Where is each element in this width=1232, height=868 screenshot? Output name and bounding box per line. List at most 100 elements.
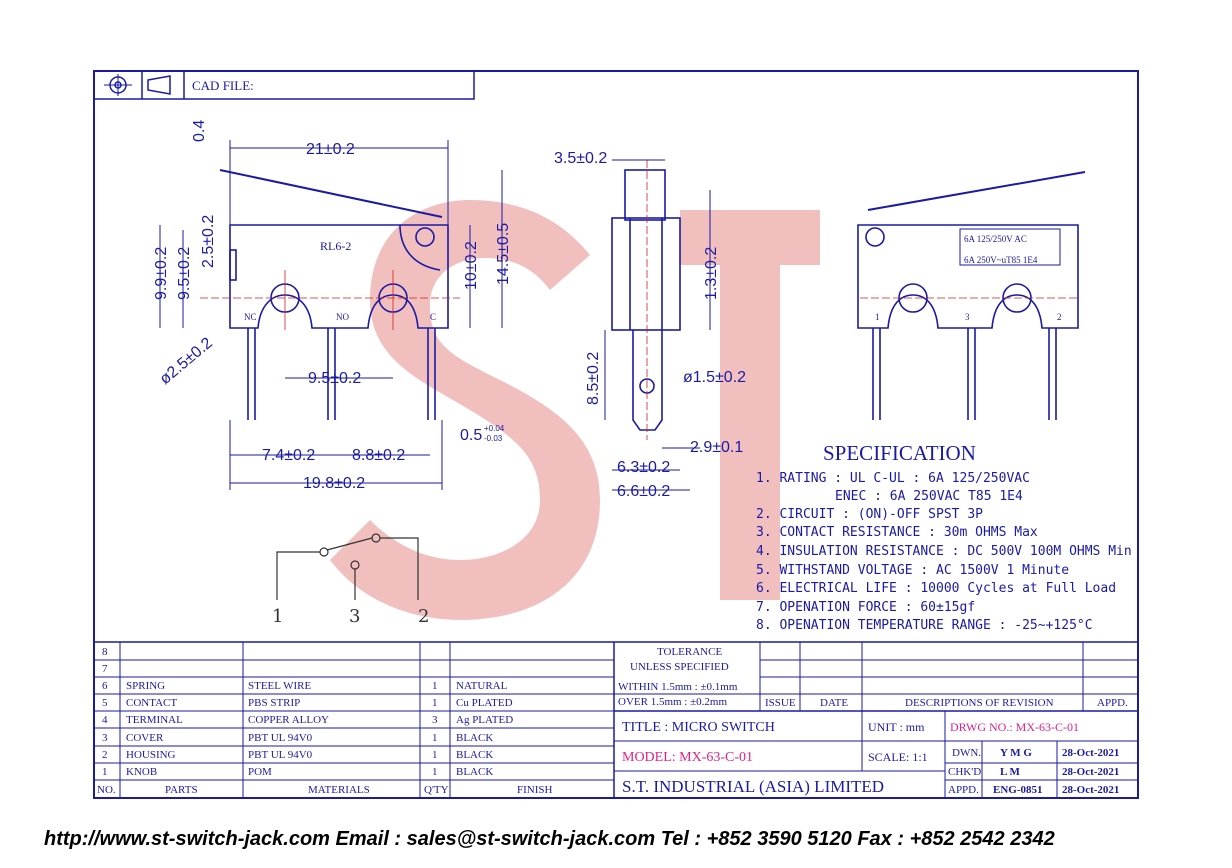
appd-role: APPD. — [948, 784, 979, 796]
dim-overall-width: 6.6±0.2 — [617, 483, 670, 500]
spec-line-7: 7. OPENATION FORCE : 60±15gf — [756, 600, 975, 615]
chkd-name: L M — [1000, 766, 1020, 778]
parts-table-text: 8 7 6 SPRING STEEL WIRE 1 NATURAL 5 CONT… — [97, 646, 553, 796]
dwn-date: 28-Oct-2021 — [1062, 747, 1119, 759]
dim-plunger-offset: 1.3±0.2 — [703, 247, 720, 300]
st-watermark — [330, 200, 820, 620]
row-part: COVER — [126, 732, 164, 744]
tolerance-subtitle: UNLESS SPECIFIED — [630, 661, 729, 673]
header-materials: MATERIALS — [308, 784, 370, 796]
model-number: MODEL: MX-63-C-01 — [622, 750, 753, 765]
dim-terminal-pitch-2: 8.8±0.2 — [352, 447, 405, 464]
dim-hole-diameter: ø2.5±0.2 — [157, 334, 216, 388]
dim-terminal-span: 19.8±0.2 — [303, 475, 365, 492]
revision-appd-header: APPD. — [1097, 697, 1128, 709]
schematic-label-1: 1 — [272, 606, 283, 627]
spec-line-1b: ENEC : 6A 250VAC T85 1E4 — [835, 489, 1023, 504]
row-finish: Cu PLATED — [456, 697, 513, 709]
row-no: 8 — [102, 646, 108, 658]
revision-issue-header: ISSUE — [765, 697, 796, 709]
row-material: POM — [248, 766, 272, 778]
row-material: STEEL WIRE — [248, 680, 312, 692]
row-no: 7 — [102, 663, 108, 675]
spec-line-5: 5. WITHSTAND VOLTAGE : AC 1500V 1 Minute — [756, 563, 1069, 578]
row-no: 4 — [102, 714, 108, 726]
tolerance-over: OVER 1.5mm : ±0.2mm — [618, 696, 727, 708]
row-qty: 1 — [432, 732, 438, 744]
dwn-name: Y M G — [1000, 747, 1032, 759]
side-view — [604, 159, 711, 491]
tolerance-title: TOLERANCE — [657, 646, 722, 658]
rating-line-1: 6A 125/250V AC — [964, 234, 1027, 244]
row-material: PBT UL 94V0 — [248, 749, 313, 761]
title-block-text: TOLERANCE UNLESS SPECIFIED WITHIN 1.5mm … — [618, 646, 1128, 796]
row-finish: BLACK — [456, 749, 493, 761]
rear-terminal-3: 3 — [965, 312, 970, 322]
dim-length: 21±0.2 — [306, 141, 355, 158]
row-no: 6 — [102, 680, 108, 692]
tolerance-within: WITHIN 1.5mm : ±0.1mm — [618, 681, 738, 693]
row-finish: Ag PLATED — [456, 714, 513, 726]
specification-block: SPECIFICATION 1. RATING : UL C-UL : 6A 1… — [756, 441, 1132, 633]
front-view — [159, 140, 503, 490]
spec-line-3: 3. CONTACT RESISTANCE : 30m OHMS Max — [756, 525, 1038, 540]
dim-lever-offset: 0.4 — [191, 120, 208, 142]
chkd-date: 28-Oct-2021 — [1062, 766, 1119, 778]
header-box: CAD FILE: — [93, 70, 475, 100]
chkd-role: CHK'D — [948, 766, 981, 778]
unit-label: UNIT : mm — [868, 720, 925, 734]
revision-date-header: DATE — [820, 697, 848, 709]
appd-name: ENG-0851 — [993, 784, 1043, 796]
row-qty: 1 — [432, 697, 438, 709]
row-finish: BLACK — [456, 732, 493, 744]
dim-terminal-hole: ø1.5±0.2 — [683, 369, 746, 386]
rear-view-labels: 6A 125/250V AC 6A 250V~uT85 1E4 1 3 2 — [875, 234, 1062, 322]
spec-line-8: 8. OPENATION TEMPERATURE RANGE : -25~+12… — [756, 618, 1093, 633]
dim-terminal-length: 8.5±0.2 — [585, 352, 602, 405]
drawing-border — [93, 70, 1139, 799]
projection-symbol-icon — [104, 74, 171, 96]
dim-body-height: 9.9±0.2 — [153, 247, 170, 300]
rating-line-2: 6A 250V~uT85 1E4 — [964, 255, 1038, 265]
row-qty: 1 — [432, 749, 438, 761]
front-view-labels: RL6-2 NC NO C 0.4 21±0.2 2.5±0.2 9.9±0.2… — [153, 120, 512, 492]
spec-line-4: 4. INSULATION RESISTANCE : DC 500V 100M … — [756, 544, 1132, 559]
dim-terminal-thickness: 0.5 — [460, 427, 482, 444]
dim-tol-upper: +0.04 — [484, 424, 505, 433]
header-finish: FINISH — [517, 784, 553, 796]
header-qty: Q'TY — [424, 784, 449, 796]
row-part: SPRING — [126, 680, 165, 692]
dim-terminal-pitch-1: 7.4±0.2 — [262, 447, 315, 464]
part-label: RL6-2 — [320, 239, 351, 253]
dim-hole-pitch: 9.5±0.2 — [308, 370, 361, 387]
specification-title: SPECIFICATION — [823, 441, 976, 465]
terminal-label-nc: NC — [244, 312, 257, 322]
row-finish: BLACK — [456, 766, 493, 778]
parts-table — [94, 641, 1138, 798]
dim-total-height: 14.5±0.5 — [495, 223, 512, 285]
row-no: 2 — [102, 749, 108, 761]
row-qty: 1 — [432, 766, 438, 778]
revision-desc-header: DESCRIPTIONS OF REVISION — [905, 697, 1054, 709]
dim-plunger-width: 3.5±0.2 — [554, 150, 607, 167]
terminal-label-c: C — [430, 312, 436, 322]
header-parts: PARTS — [165, 784, 198, 796]
row-finish: NATURAL — [456, 680, 508, 692]
cad-file-label: CAD FILE: — [192, 78, 254, 93]
side-view-labels: 3.5±0.2 1.3±0.2 8.5±0.2 ø1.5±0.2 2.9±0.1… — [554, 150, 746, 500]
contact-footer: http://www.st-switch-jack.com Email : sa… — [44, 828, 1055, 850]
dim-body-width: 6.3±0.2 — [617, 459, 670, 476]
row-no: 3 — [102, 732, 108, 744]
circuit-schematic — [276, 533, 419, 600]
header-no: NO. — [97, 784, 116, 796]
row-part: TERMINAL — [126, 714, 183, 726]
row-qty: 1 — [432, 680, 438, 692]
row-part: HOUSING — [126, 749, 176, 761]
schematic-labels: 1 3 2 — [272, 606, 429, 627]
spec-line-2: 2. CIRCUIT : (ON)-OFF SPST 3P — [756, 507, 983, 522]
dim-top-offset: 2.5±0.2 — [200, 215, 217, 268]
spec-line-6: 6. ELECTRICAL LIFE : 10000 Cycles at Ful… — [756, 581, 1116, 596]
drawing-title: TITLE : MICRO SWITCH — [622, 720, 775, 735]
drawing-number: DRWG NO.: MX-63-C-01 — [950, 720, 1079, 734]
